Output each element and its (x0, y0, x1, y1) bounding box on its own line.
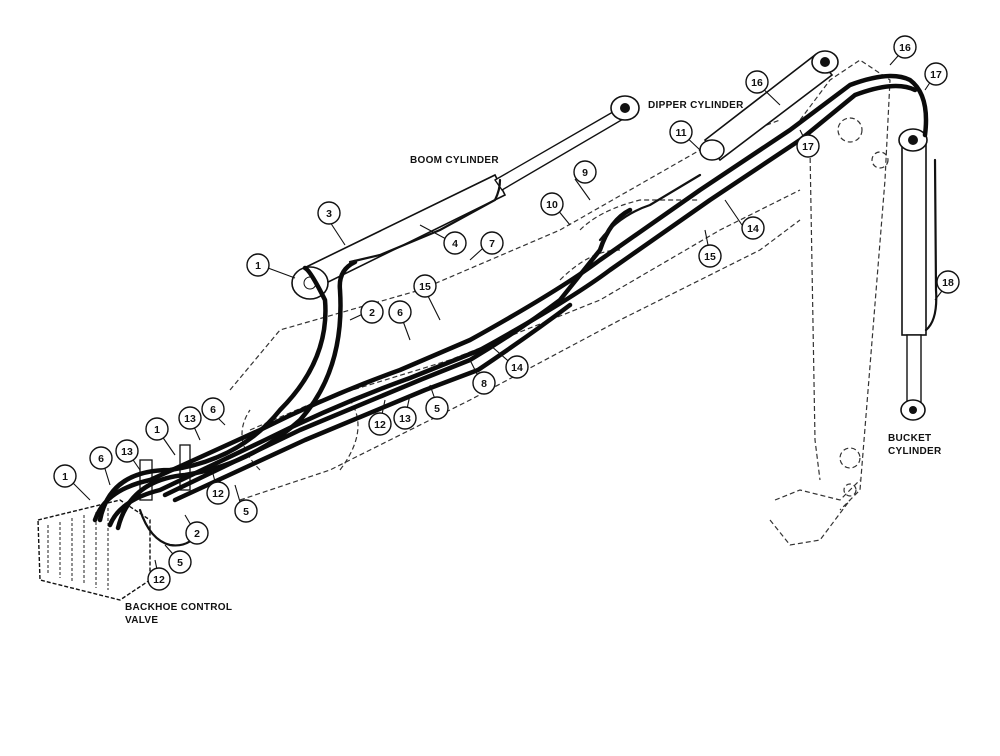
callout-2: 2 (360, 300, 384, 324)
svg-text:12: 12 (153, 574, 165, 586)
svg-text:1: 1 (255, 260, 261, 272)
callout-2: 2 (185, 521, 209, 545)
label-dipper-cylinder: DIPPER CYLINDER (648, 100, 744, 111)
callout-5: 5 (234, 499, 258, 523)
callout-16: 16 (893, 35, 917, 59)
callout-10: 10 (540, 192, 564, 216)
callout-5: 5 (168, 550, 192, 574)
svg-text:17: 17 (802, 141, 814, 153)
svg-text:2: 2 (369, 307, 375, 319)
callout-9: 9 (573, 160, 597, 184)
svg-text:3: 3 (326, 208, 332, 220)
callout-7: 7 (480, 231, 504, 255)
callout-1: 1 (246, 253, 270, 277)
callout-11: 11 (669, 120, 693, 144)
callout-12: 12 (368, 412, 392, 436)
component-labels: BOOM CYLINDER DIPPER CYLINDER BUCKET CYL… (125, 100, 942, 626)
svg-text:1: 1 (62, 471, 68, 483)
svg-text:9: 9 (582, 167, 588, 179)
callout-4: 4 (443, 231, 467, 255)
label-bucket-cylinder-line1: BUCKET (888, 433, 931, 444)
svg-text:14: 14 (511, 362, 523, 374)
callout-14: 14 (741, 216, 765, 240)
callout-17: 17 (796, 134, 820, 158)
svg-text:6: 6 (98, 453, 104, 465)
callout-17: 17 (924, 62, 948, 86)
svg-text:1: 1 (154, 424, 160, 436)
svg-text:5: 5 (243, 506, 249, 518)
callouts: 1 1 1 2 2 3 4 5 5 5 6 6 6 7 8 9 10 11 12… (53, 35, 960, 591)
bucket-cylinder (898, 128, 928, 421)
svg-text:2: 2 (194, 528, 200, 540)
svg-text:8: 8 (481, 378, 487, 390)
callout-18: 18 (936, 270, 960, 294)
svg-text:5: 5 (434, 403, 440, 415)
svg-text:13: 13 (184, 413, 196, 425)
callout-16: 16 (745, 70, 769, 94)
callout-6: 6 (89, 446, 113, 470)
dipper-cylinder (699, 50, 839, 162)
svg-text:6: 6 (397, 307, 403, 319)
dipper-arm-outline (769, 59, 891, 546)
svg-text:7: 7 (489, 238, 495, 250)
svg-text:15: 15 (704, 251, 716, 263)
svg-text:10: 10 (546, 199, 558, 211)
svg-text:16: 16 (899, 42, 911, 54)
label-control-valve-line1: BACKHOE CONTROL (125, 602, 232, 613)
label-control-valve-line2: VALVE (125, 615, 158, 626)
callout-1: 1 (53, 464, 77, 488)
svg-text:4: 4 (452, 238, 458, 250)
svg-text:6: 6 (210, 404, 216, 416)
callout-15: 15 (698, 244, 722, 268)
callout-3: 3 (317, 201, 341, 225)
svg-text:15: 15 (419, 281, 431, 293)
callout-8: 8 (472, 371, 496, 395)
callout-12: 12 (147, 567, 171, 591)
callout-6: 6 (201, 397, 225, 421)
svg-text:13: 13 (399, 413, 411, 425)
hydraulic-hoses (92, 73, 938, 547)
svg-text:12: 12 (374, 419, 386, 431)
svg-text:12: 12 (212, 488, 224, 500)
svg-text:11: 11 (675, 127, 686, 139)
callout-5: 5 (425, 396, 449, 420)
callout-13: 13 (393, 406, 417, 430)
svg-text:17: 17 (930, 69, 942, 81)
label-bucket-cylinder-line2: CYLINDER (888, 446, 942, 457)
callout-12: 12 (206, 481, 230, 505)
callout-1: 1 (145, 417, 169, 441)
boom-outline (229, 119, 801, 501)
svg-text:14: 14 (747, 223, 759, 235)
callout-6: 6 (388, 300, 412, 324)
svg-text:18: 18 (942, 277, 954, 289)
callout-14: 14 (505, 355, 529, 379)
svg-text:16: 16 (751, 77, 763, 89)
callout-15: 15 (413, 274, 437, 298)
label-boom-cylinder: BOOM CYLINDER (410, 155, 499, 166)
svg-text:5: 5 (177, 557, 183, 569)
callout-13: 13 (178, 406, 202, 430)
svg-text:13: 13 (121, 446, 133, 458)
callout-13: 13 (115, 439, 139, 463)
